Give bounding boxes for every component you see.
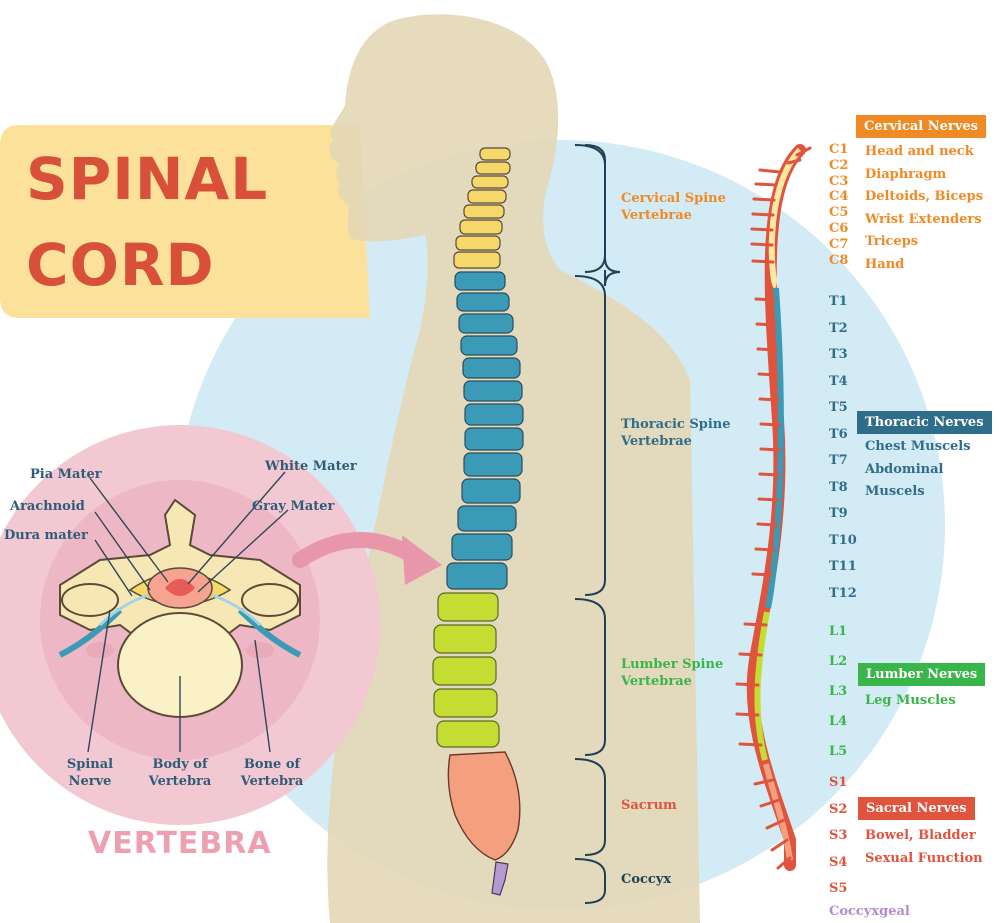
label-bone-of-vertebra: Bone of Vertebra (224, 756, 320, 790)
section-thoracic: Thoracic Spine Vertebrae (621, 416, 731, 450)
label-spinal-nerve-line2: Nerve (68, 774, 112, 789)
segment-t2: T2 (829, 320, 848, 336)
vertebra-cross-section (58, 498, 302, 718)
segment-t3: T3 (829, 347, 848, 362)
segment-s2: S2 (829, 801, 848, 817)
segment-t8: T8 (829, 479, 848, 495)
segment-l5: L5 (829, 744, 848, 759)
label-body-line2: Vertebra (148, 774, 212, 789)
segment-l2: L2 (829, 654, 848, 669)
segments-sacral: S1 S2 S3 S4 S5 (829, 770, 847, 903)
section-cervical-line2: Vertebrae (621, 208, 692, 223)
badge-lumbar-nerves: Lumber Nerves (858, 663, 986, 686)
section-lumbar: Lumber Spine Vertebrae (621, 656, 723, 690)
title-line2: CORD (26, 231, 215, 299)
section-lumbar-line2: Vertebrae (621, 674, 692, 689)
segment-c2: C2 (829, 157, 849, 173)
segment-s3: S3 (829, 828, 848, 843)
segment-t12: T12 (829, 585, 857, 601)
segment-s5: S5 (829, 881, 848, 896)
section-lumbar-line1: Lumber Spine (621, 657, 724, 672)
label-body-line1: Body of (152, 757, 208, 772)
label-spinal-nerve: Spinal Nerve (45, 756, 135, 790)
segment-t7: T7 (829, 453, 848, 468)
label-arachnoid: Arachnoid (10, 499, 85, 514)
segment-s1: S1 (829, 775, 848, 790)
section-coccyx: Coccyx (621, 872, 672, 887)
segments-lumbar: L1 L2 L3 L4 L5 (829, 617, 847, 767)
segment-t9: T9 (829, 506, 848, 521)
sacral-item-1: Bowel, Bladder (865, 828, 976, 843)
segment-c6: C6 (829, 220, 849, 236)
label-body-of-vertebra: Body of Vertebra (132, 756, 228, 790)
segment-c4: C4 (829, 189, 849, 205)
section-cervical-line1: Cervical Spine (621, 191, 726, 206)
segment-c7: C7 (829, 236, 849, 252)
segment-c8: C8 (829, 252, 849, 268)
cervical-item-4: Wrist Extenders (865, 211, 982, 227)
segment-c5: C5 (829, 205, 849, 221)
segment-t10: T10 (829, 532, 857, 548)
spine-column (432, 147, 524, 896)
cervical-item-3: Deltoids, Biceps (865, 189, 984, 204)
title-banner (0, 125, 370, 318)
title-line1: SPINAL (26, 145, 269, 213)
segment-l1: L1 (829, 624, 848, 639)
thoracic-item-1: Chest Muscels (865, 439, 971, 454)
thoracic-item-2: Abdominal Muscels (865, 461, 944, 500)
cervical-item-1: Head and neck (865, 144, 974, 159)
segment-t1: T1 (829, 294, 848, 309)
lumbar-item-1: Leg Muscles (865, 693, 956, 708)
segment-s4: S4 (829, 854, 848, 870)
cervical-item-5: Triceps (865, 234, 919, 249)
label-dura-mater: Dura mater (4, 528, 88, 543)
label-pia-mater: Pia Mater (30, 467, 102, 482)
badge-thoracic-nerves: Thoracic Nerves (857, 411, 992, 434)
segment-c1: C1 (829, 142, 849, 157)
segment-l3: L3 (829, 684, 848, 699)
label-bone-line1: Bone of (243, 757, 301, 772)
label-spinal-nerve-line1: Spinal (66, 757, 114, 772)
section-thoracic-line1: Thoracic Spine (621, 417, 731, 432)
cervical-nerve-list: Head and neck Diaphragm Deltoids, Biceps… (865, 141, 983, 276)
segment-coccygeal: Coccyxgeal (829, 904, 910, 919)
segment-c3: C3 (829, 173, 849, 189)
vertebra-title: VERTEBRA (88, 826, 272, 861)
sacral-item-2: Sexual Function (865, 850, 983, 866)
segment-t11: T11 (829, 559, 857, 574)
label-gray-mater: Gray Mater (252, 499, 335, 514)
label-bone-line2: Vertebra (240, 774, 304, 789)
section-cervical: Cervical Spine Vertebrae (621, 190, 726, 224)
spinal-cord-strip (735, 144, 812, 871)
segment-t4: T4 (829, 373, 848, 389)
badge-sacral-nerves: Sacral Nerves (858, 797, 975, 820)
cervical-item-6: Hand (865, 256, 905, 272)
segment-t5: T5 (829, 400, 848, 415)
segments-cervical: C1 C2 C3 C4 C5 C6 C7 C8 (829, 142, 848, 268)
lumbar-nerve-list: Leg Muscles (865, 690, 956, 713)
cervical-item-2: Diaphragm (865, 166, 947, 182)
segments-thoracic: T1 T2 T3 T4 T5 T6 T7 T8 T9 T10 T11 T12 (829, 289, 857, 607)
sacral-nerve-list: Bowel, Bladder Sexual Function (865, 825, 983, 870)
section-sacrum: Sacrum (621, 798, 677, 813)
segment-l4: L4 (829, 714, 848, 729)
label-white-mater: White Mater (265, 459, 357, 474)
thoracic-nerve-list: Chest Muscels Abdominal Muscels (865, 436, 1000, 504)
badge-cervical-nerves: Cervical Nerves (856, 115, 986, 138)
segment-t6: T6 (829, 426, 848, 442)
section-thoracic-line2: Vertebrae (621, 434, 692, 449)
